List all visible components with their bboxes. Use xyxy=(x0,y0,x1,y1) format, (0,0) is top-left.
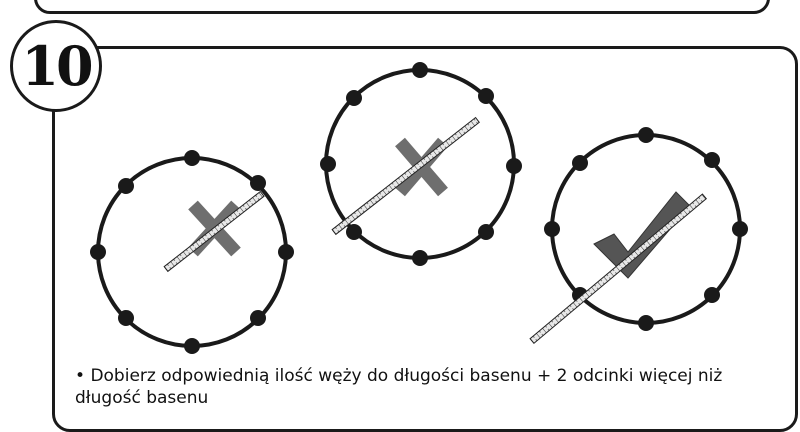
hose-segment xyxy=(164,192,264,272)
checkmark-icon xyxy=(594,192,690,278)
instruction-text: • Dobierz odpowiednią ilość węży do dług… xyxy=(75,365,790,409)
hose-segment xyxy=(530,194,706,343)
hose-segment xyxy=(332,118,479,235)
pool-diagram-correct xyxy=(530,127,748,343)
instruction-body: Dobierz odpowiednią ilość węży do długoś… xyxy=(75,366,722,408)
pool-diagram-incorrect-1 xyxy=(90,150,294,354)
step-number-badge: 10 xyxy=(10,20,102,112)
bullet: • xyxy=(75,366,85,386)
pool-diagram-incorrect-2 xyxy=(320,62,522,266)
pool-diagrams xyxy=(0,0,800,408)
